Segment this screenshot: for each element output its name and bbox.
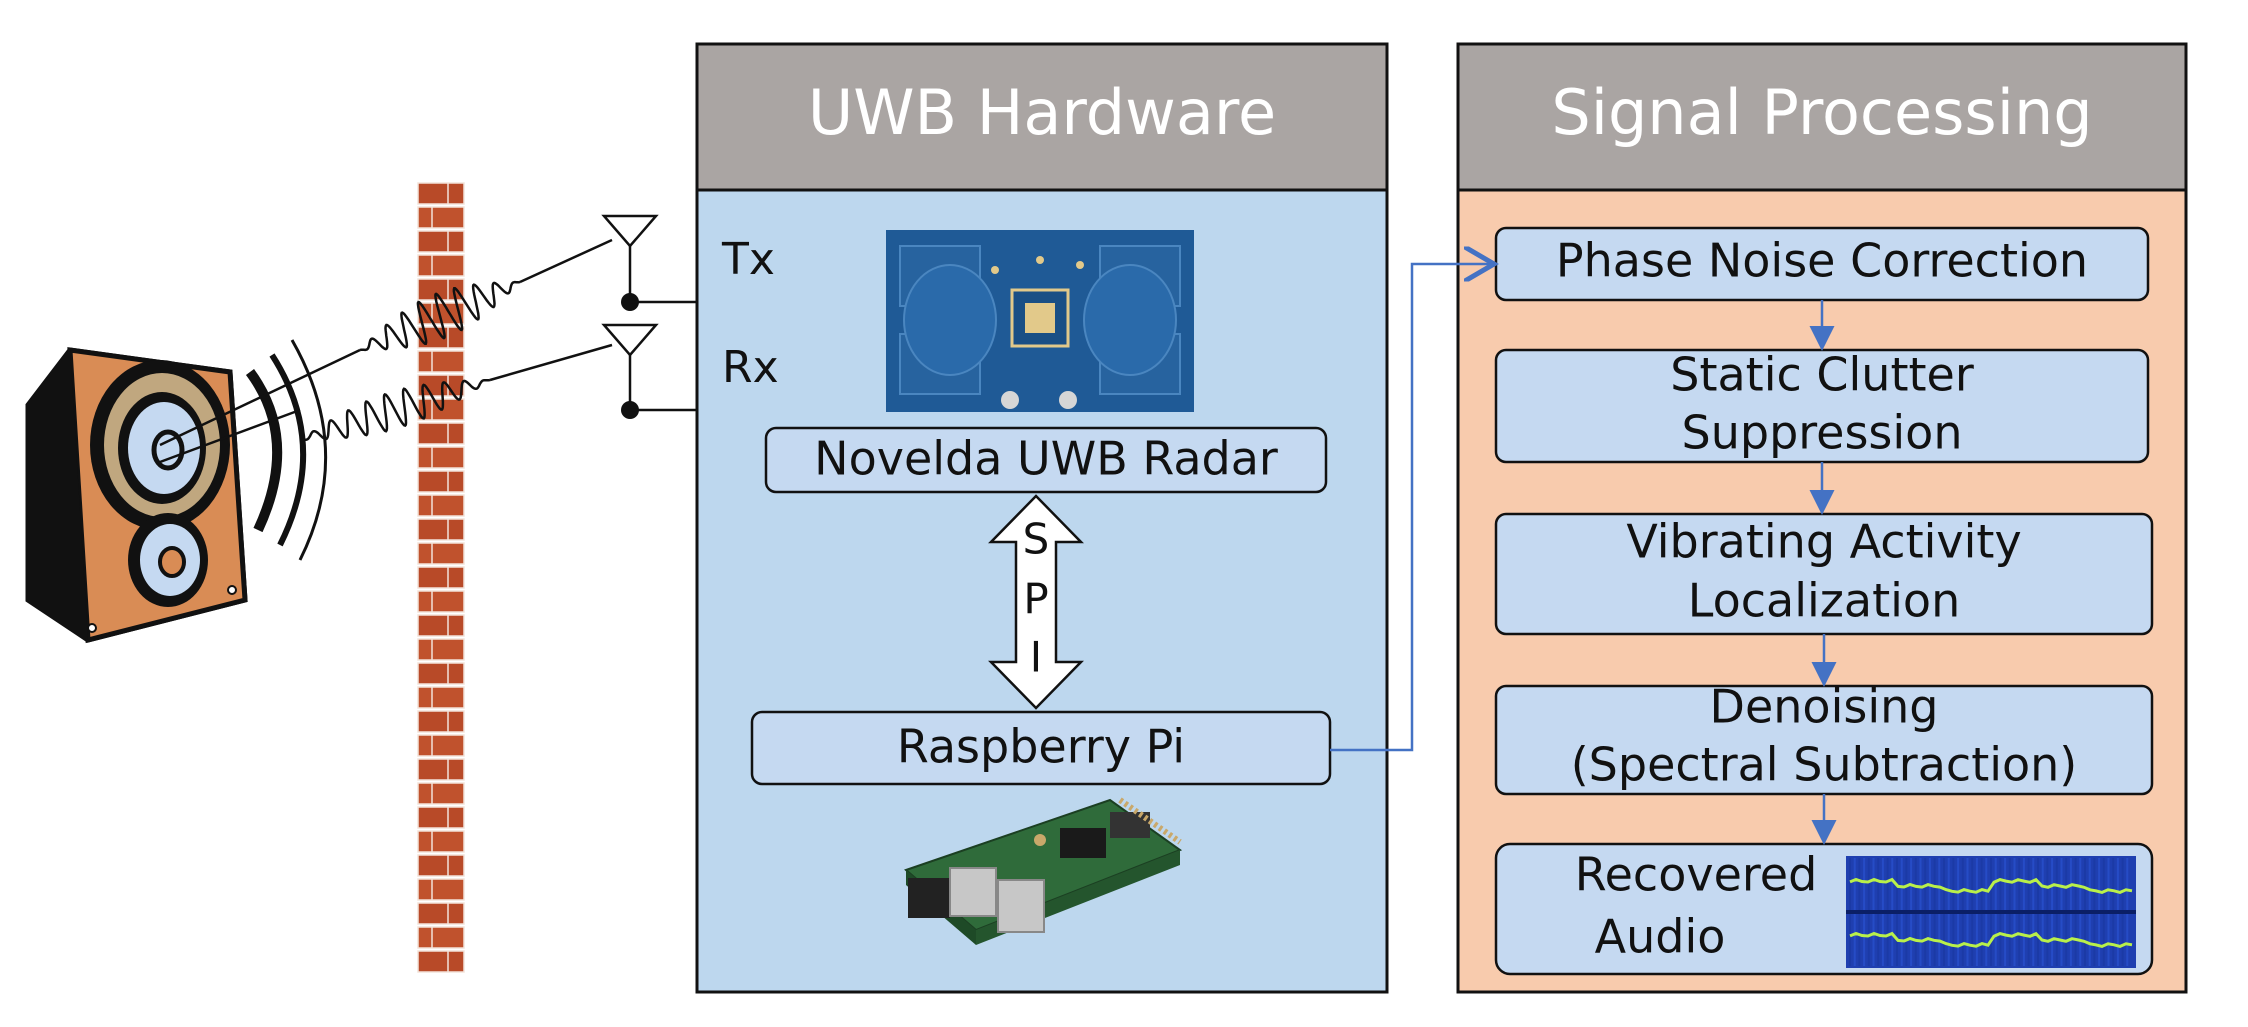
brick (417, 782, 465, 805)
flow-arrows (1330, 264, 1837, 845)
brick (417, 350, 465, 373)
brick (417, 758, 465, 781)
rx-label: Rx (722, 342, 779, 393)
radar-board-icon (886, 230, 1194, 412)
raspberry-pi-icon (904, 797, 1183, 945)
step-2-line-2: Suppression (1682, 406, 1963, 460)
radar-label: Novelda UWB Radar (814, 432, 1278, 486)
spi-arrow: S P I (988, 494, 1084, 710)
brick (417, 806, 465, 829)
brick (417, 614, 465, 637)
brick (417, 206, 465, 229)
brick (417, 902, 465, 925)
step-phase-noise-correction: Phase Noise Correction (1494, 226, 2150, 302)
output-line-2: Audio (1595, 910, 1726, 964)
brick (417, 566, 465, 589)
raspberry-pi-label: Raspberry Pi (897, 720, 1185, 774)
step-4-line-1: Denoising (1710, 680, 1939, 734)
brick (417, 542, 465, 565)
brick (417, 662, 465, 685)
brick (417, 182, 465, 205)
step-2-line-1: Static Clutter (1670, 348, 1974, 402)
brick (417, 686, 465, 709)
step-denoising: Denoising (Spectral Subtraction) (1494, 680, 2154, 796)
brick (417, 230, 465, 253)
step-1-line-1: Phase Noise Correction (1556, 234, 2088, 288)
brick (417, 734, 465, 757)
brick (417, 590, 465, 613)
brick (417, 470, 465, 493)
raspberry-pi-box: Raspberry Pi (750, 710, 1332, 786)
brick (417, 950, 465, 973)
brick (417, 854, 465, 877)
radar-waves (159, 238, 613, 464)
radar-box: Novelda UWB Radar (764, 426, 1328, 494)
spi-letter-i: I (1030, 633, 1042, 682)
step-3-line-1: Vibrating Activity (1626, 515, 2021, 569)
brick (417, 446, 465, 469)
spectrogram-trace (1849, 877, 2133, 894)
uwb-hardware-title: UWB Hardware (808, 76, 1276, 149)
tx-label: Tx (721, 234, 775, 285)
brick (417, 326, 465, 349)
spi-letter-p: P (1023, 575, 1048, 624)
step-vibrating-activity-localization: Vibrating Activity Localization (1494, 512, 2154, 636)
brick (417, 254, 465, 277)
spectrogram-trace (1849, 931, 2133, 948)
rpi-to-processing-arrow (1330, 264, 1494, 752)
step-static-clutter-suppression: Static Clutter Suppression (1494, 348, 2150, 464)
wave-line (359, 280, 521, 352)
brick (417, 710, 465, 733)
wave-line (299, 378, 491, 442)
brick (417, 422, 465, 445)
step-4-line-2: (Spectral Subtraction) (1571, 738, 2078, 792)
spectrogram-icon (1846, 856, 2136, 968)
signal-processing-title: Signal Processing (1551, 76, 2092, 149)
brick (417, 926, 465, 949)
output-line-1: Recovered (1575, 848, 1818, 902)
brick (417, 830, 465, 853)
step-3-line-2: Localization (1688, 574, 1960, 628)
speaker-icon (25, 339, 328, 644)
brick (417, 494, 465, 517)
spi-letter-s: S (1023, 515, 1050, 564)
brick (417, 878, 465, 901)
brick (417, 638, 465, 661)
brick (417, 518, 465, 541)
